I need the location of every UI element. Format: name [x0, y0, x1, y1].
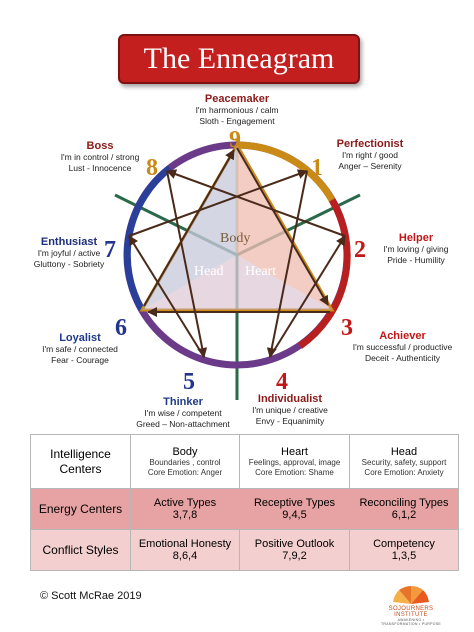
type-description: I'm joyful / active [37, 248, 101, 258]
cell-title: Head [390, 445, 418, 458]
cell-title: Positive Outlook [254, 538, 335, 550]
cell-sub: Core Emotion: Shame [255, 467, 334, 477]
center-head-label: Head [194, 264, 224, 279]
cell-sub: 8,6,4 [172, 550, 198, 562]
type-5-number: 5 [183, 369, 195, 395]
circle-arc-blue [123, 165, 173, 312]
type-description: I'm loving / giving [383, 244, 449, 254]
type-3-achiever: Achiever I'm successful / productive Dec… [340, 330, 465, 364]
type-description: Anger – Serenity [338, 161, 402, 171]
type-8-boss: Boss I'm in control / strong Lust - Inno… [48, 140, 152, 174]
type-1-perfectionist: Perfectionist I'm right / good Anger – S… [320, 138, 420, 172]
type-1-number: 1 [311, 155, 323, 181]
cell-title: Active Types [153, 497, 217, 509]
type-3-number: 3 [341, 315, 353, 341]
center-body-label: Body [220, 231, 251, 246]
type-description: Envy - Equanimity [255, 416, 325, 426]
sojourners-logo: SOJOURNERS INSTITUTE AWAKENING • TRANSFO… [380, 584, 442, 626]
type-name: Achiever [379, 330, 426, 342]
type-9-number: 9 [229, 127, 241, 153]
type-description: I'm successful / productive [352, 342, 453, 352]
type-2-number: 2 [354, 237, 366, 263]
triangle-bottom-shade [142, 255, 332, 310]
type-name: Boss [86, 140, 114, 152]
type-description: I'm unique / creative [252, 405, 328, 415]
row-label: Intelligence Centers [30, 434, 131, 489]
type-description: Fear - Courage [51, 355, 109, 365]
type-description: Deceit - Authenticity [364, 353, 441, 363]
type-6-loyalist: Loyalist I'm safe / connected Fear - Cou… [34, 332, 126, 366]
type-name: Enthusiast [40, 236, 98, 248]
type-4-individualist: Individualist I'm unique / creative Envy… [238, 393, 342, 427]
type-name: Thinker [163, 396, 203, 408]
cell-sub: 9,4,5 [282, 509, 307, 521]
type-description: I'm right / good [342, 150, 398, 160]
cell-sub: 3,7,8 [172, 509, 198, 521]
cell-title: Emotional Honesty [138, 538, 232, 550]
type-description: Lust - Innocence [68, 163, 132, 173]
cell-title: Competency [373, 538, 435, 550]
cell-sub: 6,1,2 [391, 509, 417, 521]
cell-sub: 7,9,2 [282, 550, 307, 562]
type-4-number: 4 [276, 369, 288, 395]
circle-arc-gold [236, 141, 336, 202]
type-name: Individualist [257, 393, 323, 405]
center-heart-label: Heart [245, 264, 277, 279]
row-label: Energy Centers [30, 488, 131, 530]
cell-sub: Core Emotion: Anxiety [364, 467, 444, 477]
copyright-footer: © Scott McRae 2019 [40, 590, 142, 602]
type-7-enthusiast: Enthusiast I'm joyful / active Gluttony … [20, 236, 118, 270]
type-description: I'm wise / competent [144, 408, 222, 418]
hexad-lines [128, 169, 346, 358]
type-name: Loyalist [59, 332, 101, 344]
type-7-number: 7 [104, 237, 116, 263]
cell-sub: Boundaries , control [149, 457, 221, 467]
type-description: I'm safe / connected [42, 344, 118, 354]
page-title: The Enneagram [118, 34, 360, 84]
sunburst-icon [393, 586, 429, 604]
row-label: Conflict Styles [30, 529, 131, 571]
cell-title: Body [172, 445, 198, 458]
type-6-number: 6 [115, 315, 127, 341]
type-2-helper: Helper I'm loving / giving Pride - Humil… [366, 232, 466, 266]
type-description: Gluttony - Sobriety [33, 259, 105, 269]
type-name: Helper [398, 232, 434, 244]
logo-name: SOJOURNERS INSTITUTE [388, 606, 434, 618]
type-9-peacemaker: Peacemaker I'm harmonious / calm Sloth -… [172, 93, 302, 127]
type-5-thinker: Thinker I'm wise / competent Greed – Non… [128, 396, 238, 430]
logo-tagline: AWAKENING • TRANSFORMATION • PURPOSE [380, 618, 442, 626]
cell-sub: Core Emotion: Anger [147, 467, 223, 477]
type-name: Peacemaker [204, 93, 270, 105]
circle-arc-red [297, 198, 351, 349]
type-description: I'm harmonious / calm [195, 105, 279, 115]
type-description: Greed – Non-attachment [136, 419, 230, 429]
type-description: Sloth - Engagement [199, 116, 275, 126]
type-name: Perfectionist [336, 138, 404, 150]
cell-title: Reconciling Types [359, 497, 449, 509]
type-8-number: 8 [146, 155, 158, 181]
cell-title: Receptive Types [253, 497, 336, 509]
type-description: Pride - Humility [387, 255, 445, 265]
triangle-right-shade [237, 145, 332, 310]
cell-title: Heart [281, 445, 308, 458]
cell-sub: 1,3,5 [391, 550, 417, 562]
type-description: I'm in control / strong [60, 152, 140, 162]
cell-sub: Security, safety, support [361, 457, 447, 467]
cell-sub: Feelings, approval, image [248, 457, 341, 467]
